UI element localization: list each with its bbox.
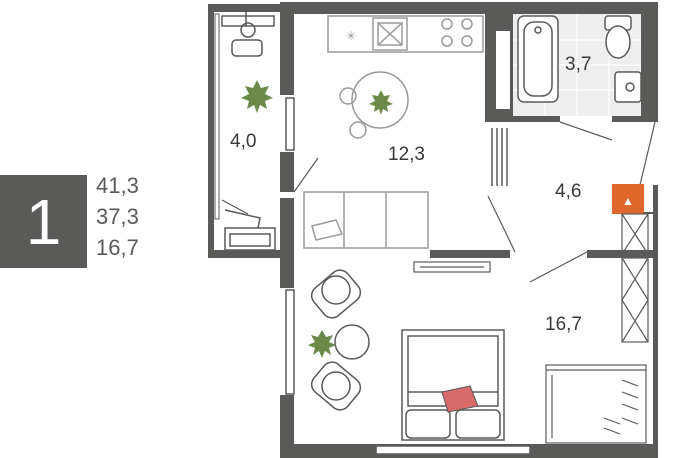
boiler-symbol-icon: ▲ (622, 194, 634, 208)
bed (401, 329, 505, 441)
dining-table (339, 71, 409, 139)
doors (221, 121, 656, 283)
total-area: 41,3 (96, 173, 139, 198)
kitchen-plant (369, 90, 393, 115)
room-count-badge: 1 (0, 175, 87, 268)
bathroom-fixtures (517, 15, 642, 103)
bedroom-area-label: 16,7 (545, 314, 582, 335)
sofa (303, 191, 429, 249)
area-list: 41,3 37,3 16,7 (96, 173, 139, 261)
kitchen-area-label: 12,3 (388, 144, 425, 165)
balcony-area-label: 4,0 (230, 131, 256, 152)
pillow (441, 385, 479, 413)
bedroom-plant (308, 330, 336, 358)
bedroom-area: 16,7 (96, 235, 139, 260)
balcony-plant (241, 80, 273, 113)
kitchen-fan-icon: ✳ (346, 29, 356, 43)
hallway-area-label: 4,6 (555, 181, 581, 202)
radiator (491, 128, 508, 186)
bedroom-wardrobe (545, 364, 647, 444)
living-area: 37,3 (96, 204, 139, 229)
apartment-summary: 1 41,3 37,3 16,7 (0, 0, 200, 458)
balcony-window (214, 13, 220, 220)
tv-stand (413, 261, 491, 273)
hallway-wardrobe (621, 213, 649, 343)
bathroom-area-label: 3,7 (565, 54, 591, 75)
armchairs (310, 269, 370, 411)
balcony-furniture (221, 10, 276, 251)
room-count: 1 (25, 185, 62, 258)
kitchen-counter (327, 15, 484, 53)
windows (285, 97, 531, 455)
boiler-icon (612, 184, 644, 214)
